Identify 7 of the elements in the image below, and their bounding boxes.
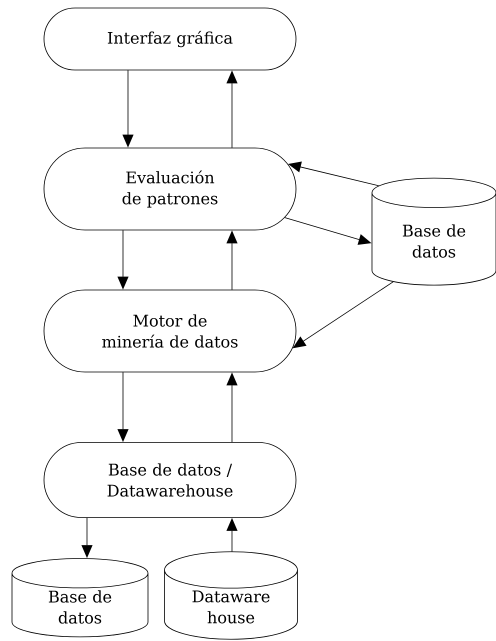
database-cylinder: Dataware house xyxy=(164,551,298,640)
process-box: Evaluación de patrones xyxy=(44,148,296,230)
process-box: Base de datos / Datawarehouse xyxy=(44,442,296,518)
process-box: Motor de minería de datos xyxy=(44,290,296,372)
database-cylinder: Base de datos xyxy=(372,178,496,286)
process-box: Interfaz gráfica xyxy=(44,8,296,70)
database-cylinder: Base de datos xyxy=(12,558,148,638)
